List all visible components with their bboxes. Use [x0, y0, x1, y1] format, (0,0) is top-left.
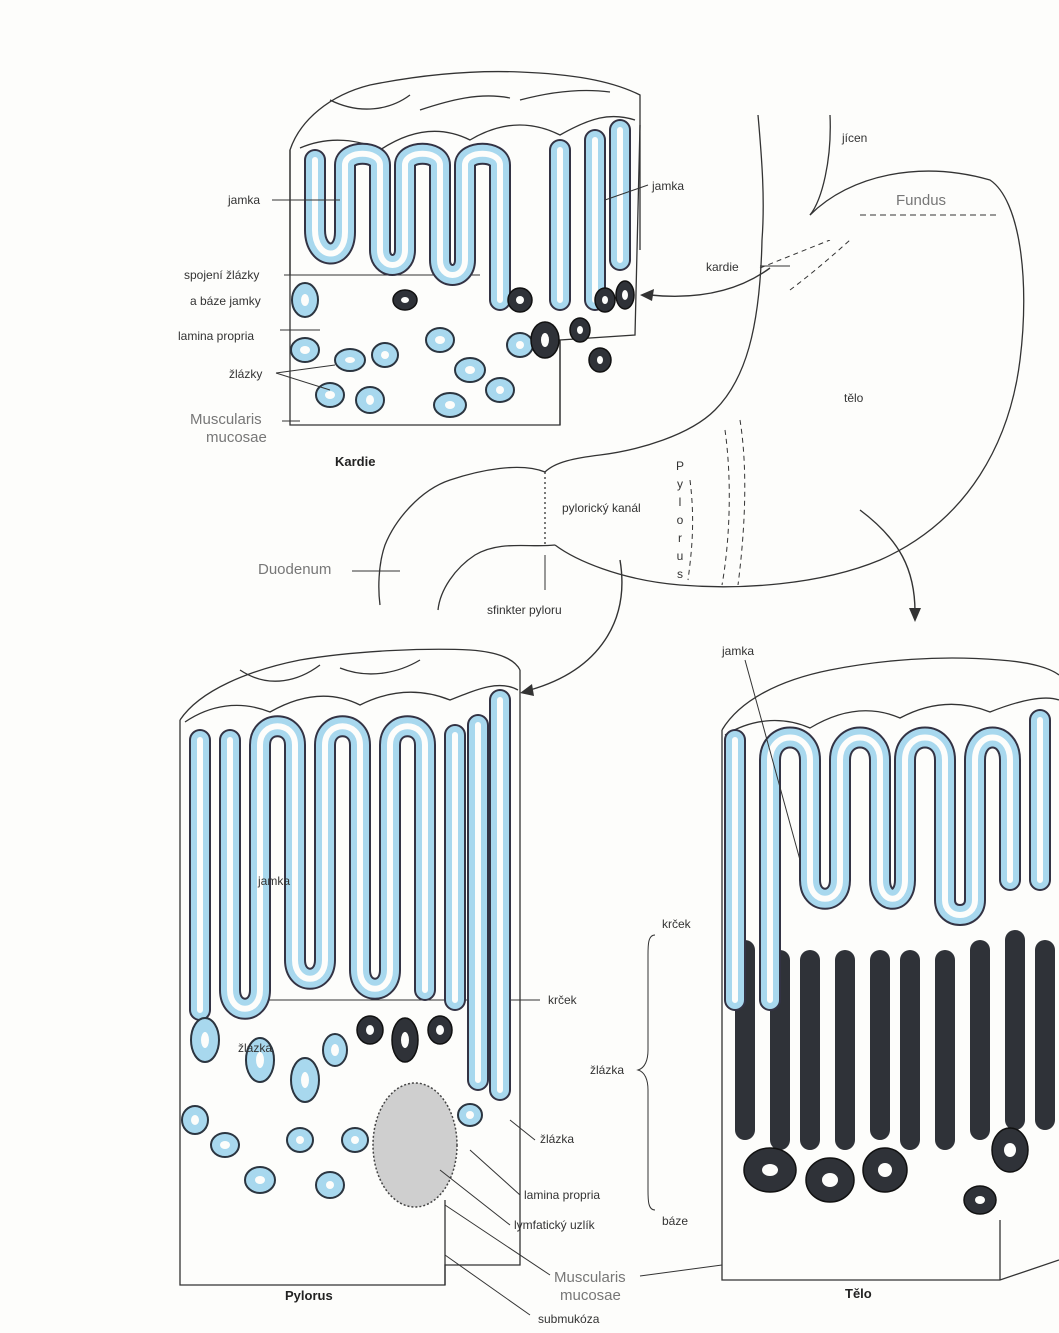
telo-zlazka-label: žlázka [590, 1063, 624, 1077]
kardie-zlazky-label: žlázky [229, 367, 262, 381]
stomach-fundus-label: Fundus [896, 192, 946, 209]
kardie-jamka-left-label: jamka [227, 193, 260, 207]
svg-text:s: s [677, 567, 683, 581]
pylorus-muscularis-label-2: mucosae [560, 1287, 621, 1304]
telo-title: Tělo [845, 1286, 872, 1301]
stomach-kardie-label: kardie [706, 260, 739, 274]
arrow-to-telo [860, 510, 915, 612]
svg-text:P: P [676, 459, 684, 473]
stomach-telo-label: tělo [844, 391, 864, 405]
pylorus-jamka-label: jamka [257, 874, 290, 888]
telo-brace [638, 935, 655, 1210]
kardie-spojeni-label-2: a báze jamky [190, 294, 261, 308]
kardie-title: Kardie [335, 454, 375, 469]
kardie-block: jamka jamka spojení žlázky a báze jamky … [178, 72, 684, 469]
kardie-lamina-propria-label: lamina propria [178, 329, 254, 343]
kardie-muscularis-label-2: mucosae [206, 429, 267, 446]
pylorus-zlazka-label: žlázka [540, 1132, 574, 1146]
telo-jamka-label: jamka [721, 644, 754, 658]
svg-text:l: l [679, 495, 682, 509]
arrow-to-pylorus [530, 560, 622, 690]
pylorus-krcek-label: krček [548, 993, 578, 1007]
kardie-spojeni-label-1: spojení žlázky [184, 268, 259, 282]
pylorus-muscularis-label-1: Muscularis [554, 1269, 626, 1286]
stomach-jicen-label: jícen [841, 131, 867, 145]
lymphatic-nodule [373, 1083, 457, 1207]
telo-krcek-label: krček [662, 917, 692, 931]
svg-text:o: o [677, 513, 684, 527]
telo-baze-label: báze [662, 1214, 688, 1228]
stomach-duodenum-label: Duodenum [258, 561, 331, 578]
svg-text:r: r [678, 531, 682, 545]
pylorus-submukoza-label: submukóza [538, 1312, 600, 1326]
stomach-pyloricky-kanal-label: pylorický kanál [562, 501, 641, 515]
pylorus-lamina-propria-label: lamina propria [524, 1188, 600, 1202]
pylorus-block: jamka žlázka krček žlázka lamina propria… [180, 649, 626, 1326]
svg-text:u: u [677, 549, 684, 563]
stomach-pylorus-vertical-label: P y l o r u s [676, 459, 684, 581]
kardie-muscularis-label-1: Muscularis [190, 411, 262, 428]
kardie-glands [291, 281, 634, 417]
stomach-sfinkter-label: sfinkter pyloru [487, 603, 562, 617]
telo-block: jamka krček žlázka báze Tělo [590, 644, 1059, 1301]
pylorus-zlazka-inner-label: žlázka [238, 1041, 272, 1055]
pylorus-title: Pylorus [285, 1288, 333, 1303]
pylorus-lymfaticky-label: lymfatický uzlík [514, 1218, 596, 1232]
svg-text:y: y [677, 477, 683, 491]
kardie-jamka-right-label: jamka [651, 179, 684, 193]
